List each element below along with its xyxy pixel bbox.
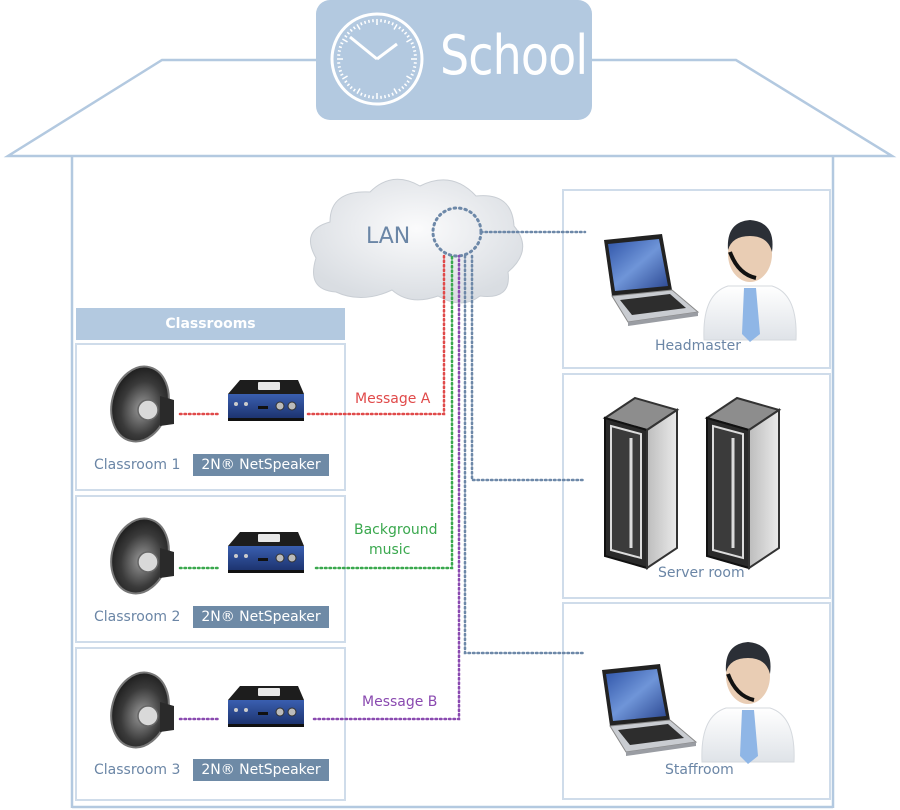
clock-tick (341, 75, 348, 80)
clock-tick (398, 88, 402, 92)
server-rack-icon (705, 396, 781, 570)
clock-tick (403, 83, 408, 87)
clock-tick (406, 38, 413, 43)
clock-tick (349, 28, 353, 33)
server-rack-icon (603, 396, 679, 570)
loudspeaker-icon (102, 359, 178, 449)
loudspeaker-icon (102, 665, 178, 755)
clock-tick (387, 93, 391, 98)
clock-tick (338, 45, 343, 49)
clock-tick (367, 19, 371, 23)
message-b-line (312, 254, 461, 721)
title-banner (316, 0, 592, 120)
lan-to-server-line (470, 254, 587, 482)
clock-tick (391, 92, 394, 96)
headset-operator-icon (701, 218, 799, 344)
classroom-3-label: Classroom 3 (94, 762, 181, 778)
clock-tick (341, 38, 348, 43)
clock-tick (340, 42, 344, 45)
headmaster-label: Headmaster (655, 338, 741, 354)
clock-tick (403, 31, 408, 35)
clock-tick (346, 31, 351, 35)
message-a-label: Message A (355, 391, 431, 407)
classroom-1-label: Classroom 1 (94, 457, 181, 473)
clock-tick (360, 22, 363, 26)
clock-tick (413, 65, 417, 69)
clock-tick (337, 49, 341, 53)
lan-cloud-icon (309, 178, 524, 304)
clock-tick (356, 23, 361, 30)
clock-tick (411, 69, 416, 73)
classroom-3-device-badge: 2N® NetSpeaker (193, 759, 329, 781)
clock-tick (363, 93, 367, 98)
clock-tick (349, 85, 353, 90)
staffroom-box (562, 602, 831, 800)
clock-tick (391, 22, 394, 26)
clock-tick (367, 95, 371, 99)
classroom-3-box (75, 647, 346, 801)
laptop-icon (601, 663, 697, 757)
clock-tick (383, 19, 387, 23)
background-music-label-line1: Background (354, 522, 438, 538)
clock-tick (387, 20, 391, 25)
clock-tick (401, 85, 405, 90)
clock-tick (337, 65, 341, 69)
headset-operator-icon (699, 640, 797, 766)
clock-tick (352, 88, 356, 92)
classroom-1-device-badge: 2N® NetSpeaker (193, 454, 329, 476)
background-music-label-line2: music (369, 542, 411, 558)
title-text: School (440, 24, 588, 87)
classrooms-header: Classrooms (76, 308, 345, 340)
clock-tick (344, 34, 348, 38)
clock-tick (411, 45, 416, 49)
clock-tick (352, 26, 356, 30)
clock-tick (356, 88, 361, 95)
lan-label: LAN (366, 224, 411, 249)
headmaster-box (562, 189, 831, 369)
clock-tick (393, 88, 398, 95)
laptop-icon (603, 233, 699, 327)
house-outline (3, 58, 897, 809)
classroom-2-device-badge: 2N® NetSpeaker (193, 606, 329, 628)
clock-tick (406, 75, 413, 80)
classroom-1-box (75, 343, 346, 491)
clock-tick (410, 73, 414, 76)
staffroom-label: Staffroom (665, 762, 734, 778)
message-a-line (306, 253, 446, 416)
server-room-label: Server room (658, 565, 745, 581)
clock-tick (406, 80, 410, 84)
lan-to-staffroom-line (463, 254, 587, 655)
clock-tick (344, 80, 348, 84)
clock-tick (393, 23, 398, 30)
netspeaker-device-icon (227, 379, 305, 422)
background-music-line (314, 254, 454, 570)
loudspeaker-icon (102, 511, 178, 601)
message-b-label: Message B (362, 694, 438, 710)
clock-tick (363, 20, 367, 25)
classroom-2-label: Classroom 2 (94, 609, 181, 625)
clock-tick (340, 73, 344, 76)
clock-tick (410, 42, 414, 45)
server-room-box (562, 373, 831, 599)
netspeaker-device-icon (227, 531, 305, 574)
clock-tick (346, 83, 351, 87)
clock-icon (330, 12, 424, 106)
clock-tick (383, 95, 387, 99)
clock-tick (413, 49, 417, 53)
clock-tick (338, 69, 343, 73)
clock-tick (406, 34, 410, 38)
clock-tick (401, 28, 405, 33)
netspeaker-device-icon (227, 685, 305, 728)
clock-tick (360, 92, 363, 96)
clock-tick (398, 26, 402, 30)
